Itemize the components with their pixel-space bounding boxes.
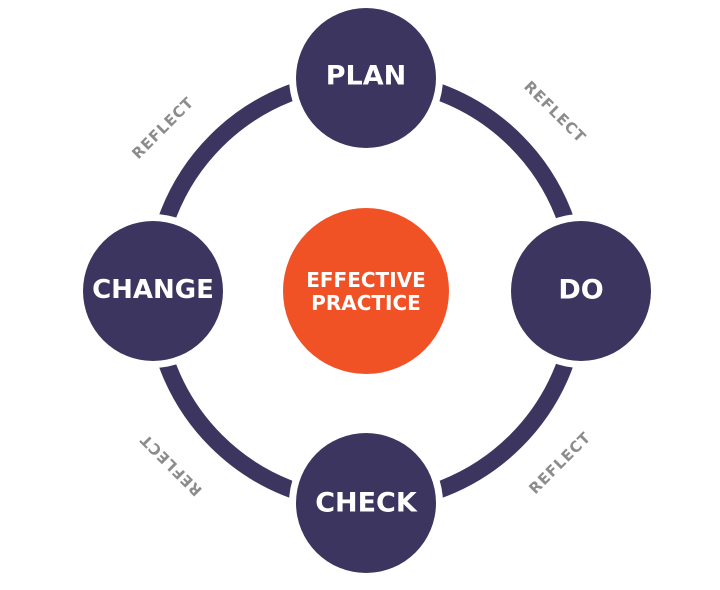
- reflect-label-bottom-left: REFLECT: [136, 430, 205, 499]
- plan-node: PLAN: [296, 8, 436, 148]
- effective-practice-center: EFFECTIVE PRACTICE: [283, 208, 449, 374]
- plan-label: PLAN: [326, 61, 407, 92]
- center-label-line1: EFFECTIVE: [306, 268, 426, 292]
- do-node: DO: [511, 221, 651, 361]
- do-label: DO: [558, 275, 603, 306]
- check-label: CHECK: [315, 488, 418, 519]
- center-label-line2: PRACTICE: [311, 291, 421, 315]
- change-node: CHANGE: [83, 221, 223, 361]
- check-node: CHECK: [296, 433, 436, 573]
- reflect-label-top-left: REFLECT: [128, 93, 197, 162]
- change-label: CHANGE: [92, 275, 214, 305]
- reflect-label-bottom-right: REFLECT: [525, 428, 594, 497]
- reflect-label-top-right: REFLECT: [520, 77, 589, 146]
